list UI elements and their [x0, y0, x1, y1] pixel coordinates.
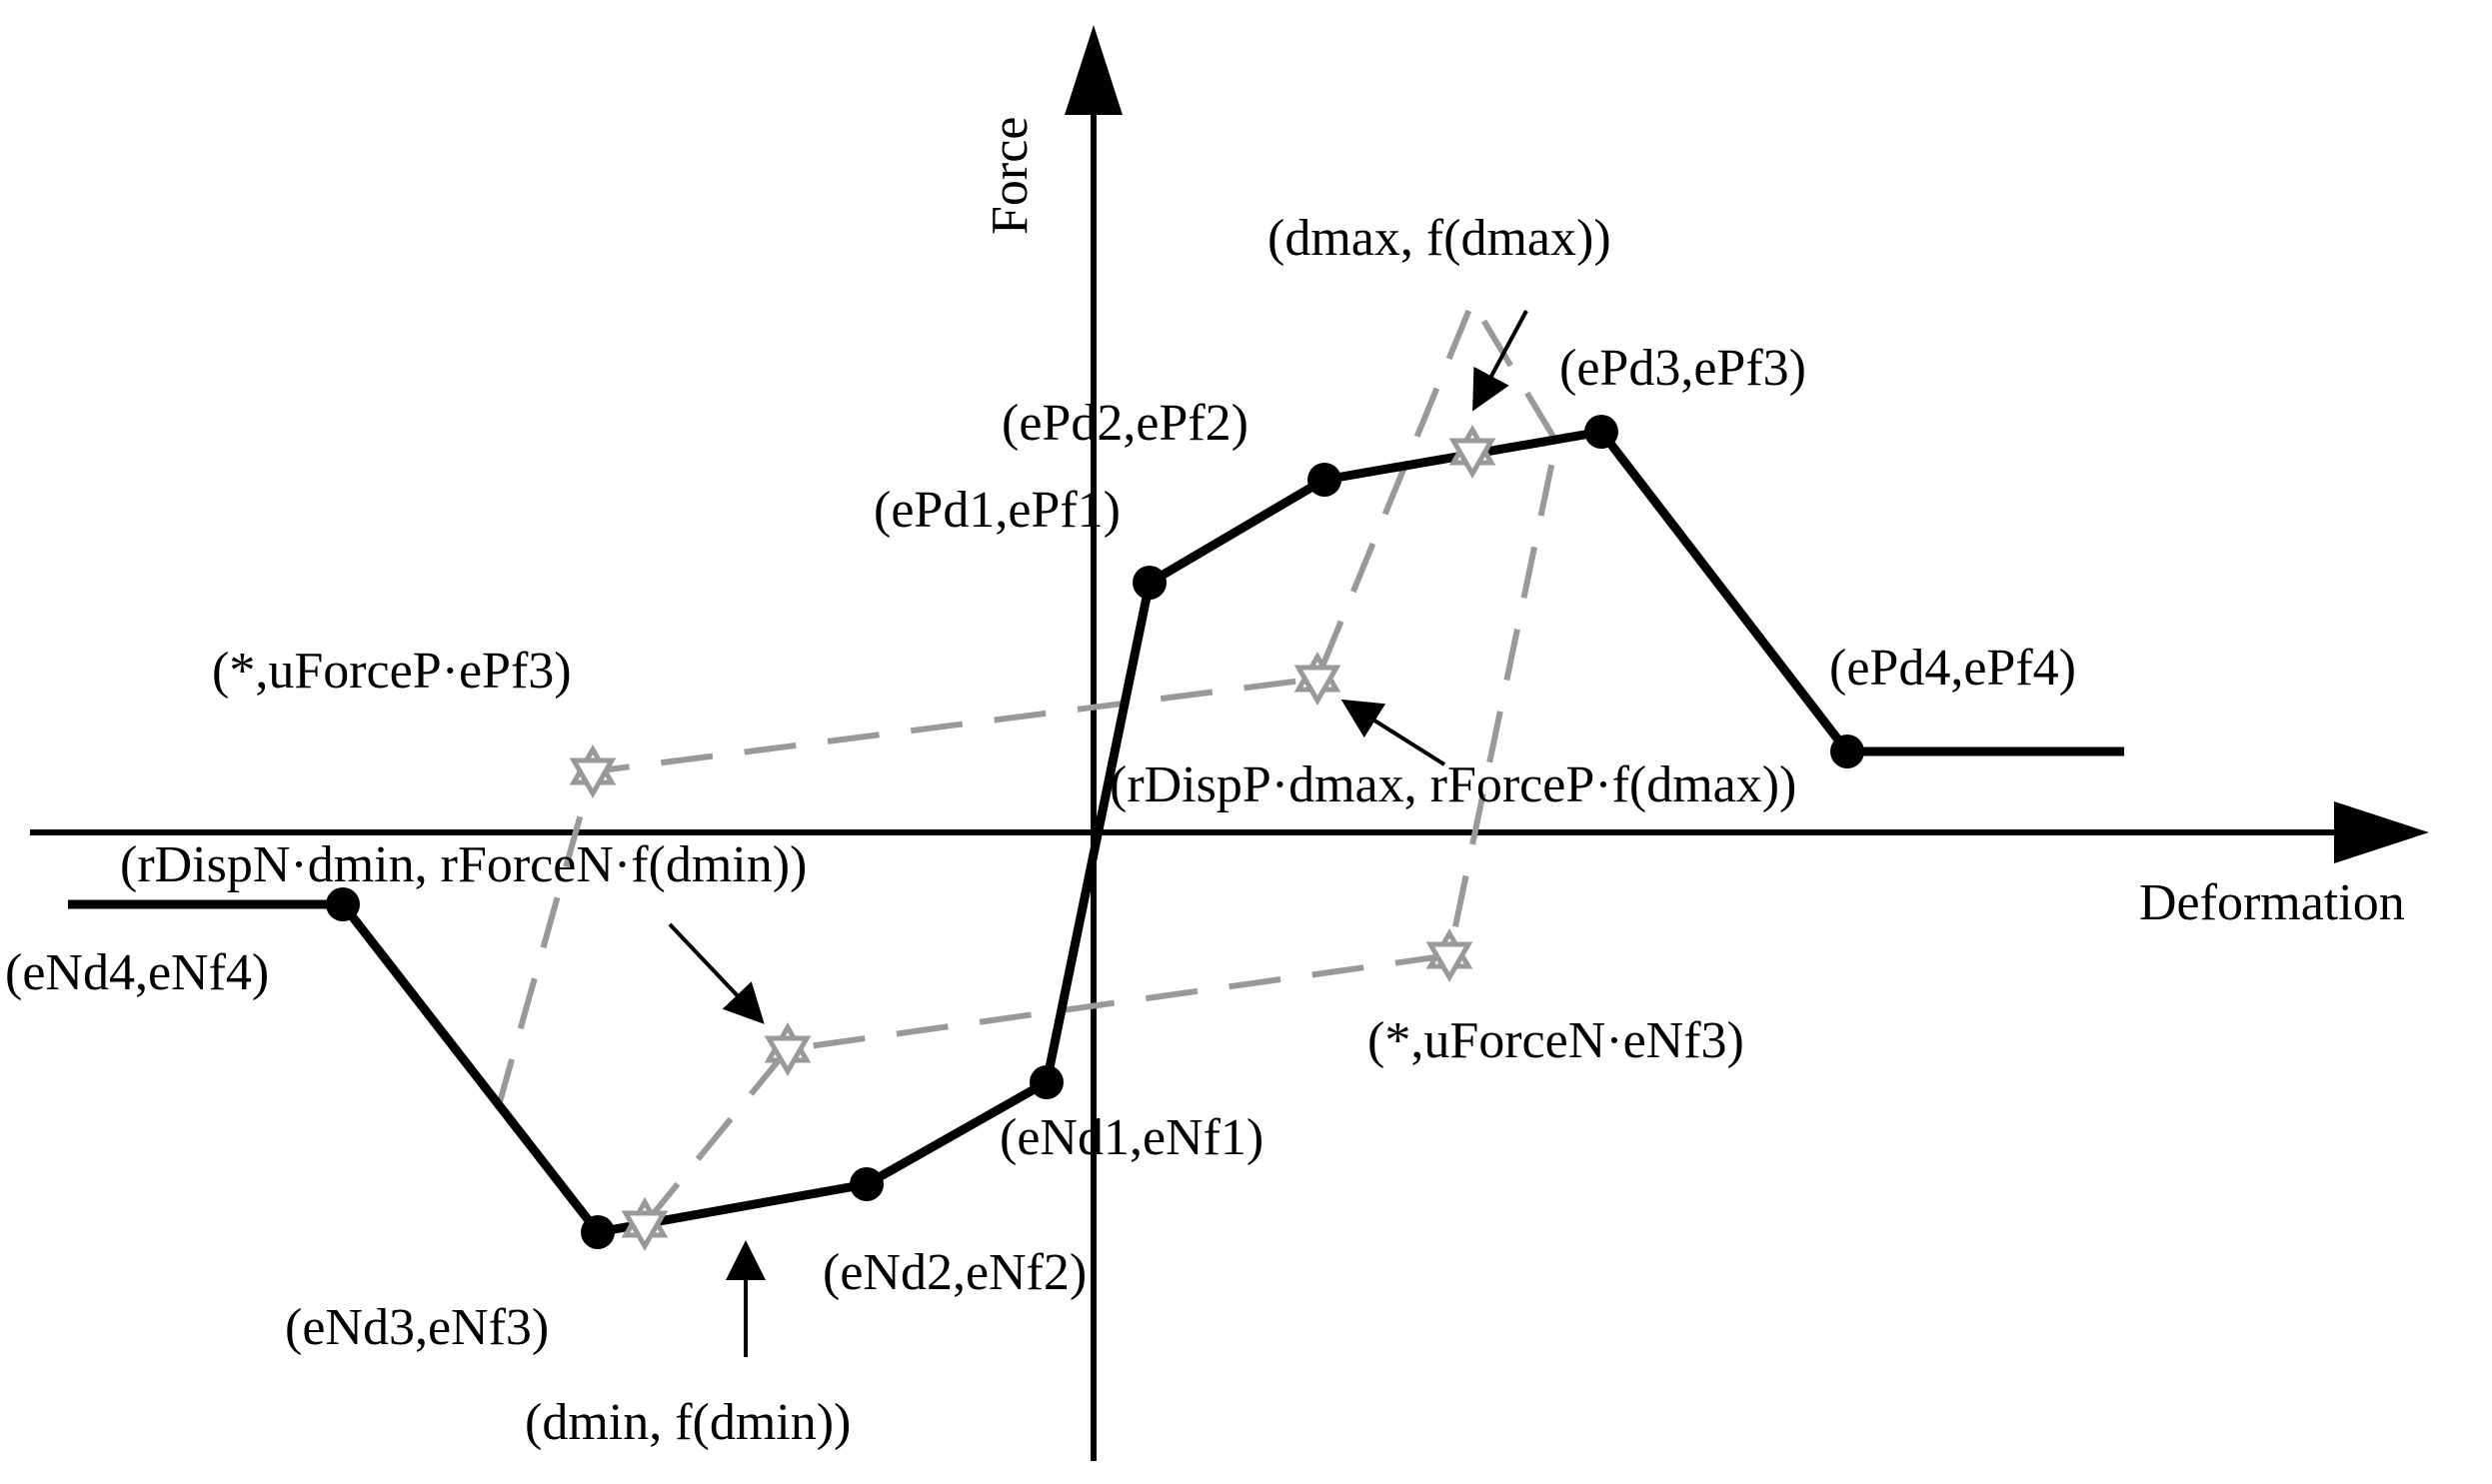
label-eNd3: (eNd3,eNf3) [285, 1299, 549, 1356]
label-uforce-n: (*,uForceN·eNf3) [1367, 1012, 1744, 1069]
star-dmin-icon [621, 1196, 669, 1252]
label-ePd3: (ePd3,ePf3) [1559, 340, 1806, 397]
star-uforce-n-icon [1425, 927, 1473, 983]
label-ePd4: (ePd4,ePf4) [1829, 640, 2076, 697]
dashed-path-lower [642, 441, 1559, 1226]
label-rdisp-p: (rDispP·dmax, rForceP·f(dmax)) [1110, 756, 1796, 813]
loading-path [495, 295, 1559, 1226]
x-axis-arrow-icon [2334, 801, 2429, 863]
point-labels: (dmax, f(dmax)) (ePd3,ePf3) (ePd2,ePf2) … [5, 210, 2076, 1451]
point-ePd3 [1584, 415, 1618, 449]
axes: Deformation Force [30, 25, 2429, 1461]
star-rdisp-n-icon [764, 1021, 812, 1077]
path-stars [569, 424, 1496, 1252]
point-eNd1 [1030, 1065, 1064, 1099]
label-eNd4: (eNd4,eNf4) [5, 944, 269, 1001]
label-dmax: (dmax, f(dmax)) [1267, 210, 1611, 267]
y-axis-label: Force [982, 117, 1039, 235]
x-axis-label: Deformation [2139, 874, 2405, 931]
point-ePd1 [1133, 566, 1167, 600]
star-rdisp-p-icon [1293, 651, 1341, 707]
dashed-path-upper [495, 295, 1559, 1110]
label-eNd1: (eNd1,eNf1) [1000, 1109, 1263, 1166]
star-dmax-icon [1448, 424, 1496, 480]
backbone-points [326, 415, 1864, 1249]
label-rdisp-n: (rDispN·dmin, rForceN·f(dmin)) [120, 836, 807, 893]
arrow-rdisp-n-icon [668, 922, 765, 1024]
label-eNd2: (eNd2,eNf2) [823, 1244, 1087, 1301]
label-ePd1: (ePd1,ePf1) [874, 482, 1121, 539]
label-dmin: (dmin, f(dmin)) [525, 1394, 851, 1451]
pointer-arrows [668, 310, 1528, 1357]
point-ePd2 [1307, 463, 1341, 497]
label-ePd2: (ePd2,ePf2) [1002, 395, 1248, 452]
point-eNd2 [850, 1167, 884, 1201]
point-ePd4 [1830, 735, 1864, 768]
backbone-curve [68, 427, 2124, 1237]
arrow-rdisp-p-icon [1340, 699, 1446, 766]
star-uforce-p-icon [569, 743, 617, 799]
label-uforce-p: (*,uForceP·ePf3) [212, 643, 572, 700]
point-eNd3 [581, 1215, 615, 1249]
arrow-dmax-icon [1472, 310, 1528, 412]
y-axis-arrow-icon [1065, 25, 1123, 115]
point-eNd4 [326, 887, 360, 921]
